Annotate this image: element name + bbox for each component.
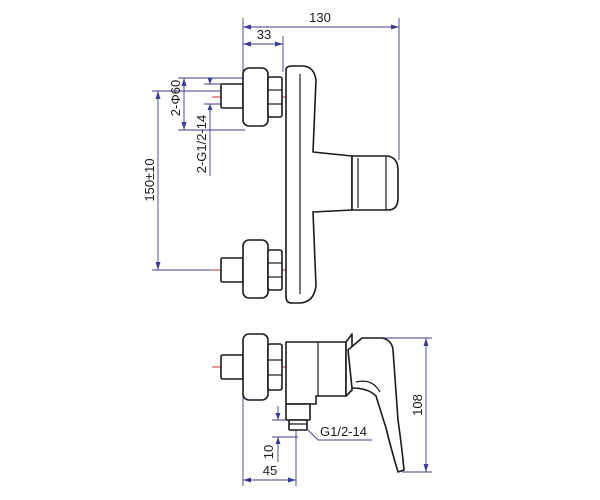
dimension-outlet-offset: 45 <box>243 463 296 483</box>
overall-width-label: 130 <box>309 10 331 25</box>
dimension-inlet-spacing: 150±10 <box>142 91 161 270</box>
body-height-label: 108 <box>410 394 425 416</box>
outlet-thread-callout: G1/2-14 <box>303 424 372 441</box>
nut-offset-label: 33 <box>257 27 271 42</box>
inlet-spacing-label: 150±10 <box>142 158 157 201</box>
side-view: 108 10 45 G1/2-14 <box>212 333 432 486</box>
mixer-body-side <box>285 333 353 431</box>
upper-inlet-connector <box>220 67 283 127</box>
mixer-body-top <box>285 65 399 304</box>
outlet-depth-label: 10 <box>261 445 276 459</box>
outlet-offset-label: 45 <box>263 463 277 478</box>
dimension-inlet-thread: 2-G1/2-14 <box>194 78 213 176</box>
dimension-nut-offset: 33 <box>243 27 283 47</box>
lower-inlet-connector <box>220 239 283 299</box>
dimension-flange-diameter: 2-Φ60 <box>168 78 187 130</box>
flange-diameter-label: 2-Φ60 <box>168 80 183 116</box>
top-view-extension-lines <box>152 18 400 271</box>
inlet-thread-label: 2-G1/2-14 <box>194 115 209 174</box>
outlet-thread-label: G1/2-14 <box>320 424 367 439</box>
dimension-outlet-depth: 10 <box>261 406 281 462</box>
side-inlet-connector <box>220 333 283 401</box>
dimension-overall-width: 130 <box>243 10 399 30</box>
dimension-body-height: 108 <box>410 338 429 472</box>
lever-handle <box>347 337 405 473</box>
top-view: 130 33 150±10 2-Φ60 2 <box>142 10 400 304</box>
